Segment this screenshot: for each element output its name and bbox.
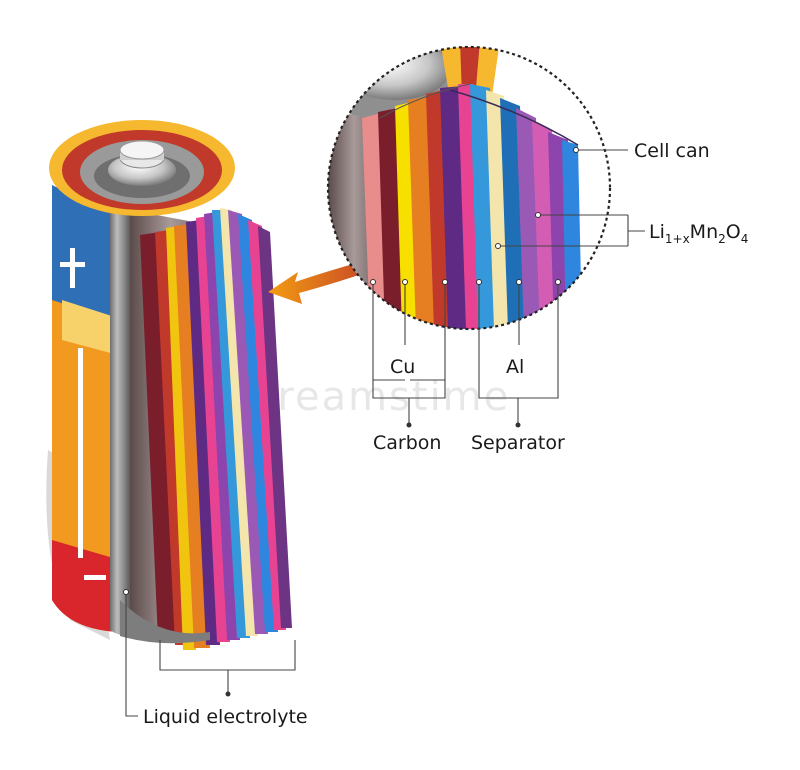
layers-dot bbox=[225, 691, 231, 697]
battery-illustration bbox=[46, 120, 292, 650]
battery-layer-stack bbox=[140, 208, 292, 650]
battery-bottom-lip bbox=[120, 600, 210, 644]
label-al: Al bbox=[506, 356, 524, 378]
carbon-dot bbox=[406, 422, 412, 428]
label-separator: Separator bbox=[471, 432, 565, 454]
magnified-detail bbox=[326, 45, 612, 331]
battery-terminal-top bbox=[119, 140, 165, 160]
battery-shell-edge bbox=[110, 205, 130, 636]
label-line-icon bbox=[78, 348, 83, 558]
separator-dot bbox=[515, 422, 521, 428]
plus-sign-bar bbox=[60, 262, 85, 267]
plus-sign-icon bbox=[70, 248, 75, 288]
watermark-text: dreamstime bbox=[250, 374, 510, 420]
label-cell-can: Cell can bbox=[634, 140, 710, 162]
label-carbon: Carbon bbox=[373, 432, 441, 454]
magnifier-outline bbox=[326, 45, 612, 331]
label-liquid-electrolyte: Liquid electrolyte bbox=[143, 706, 308, 728]
minus-sign-icon bbox=[84, 575, 106, 580]
battery-label-stripe bbox=[62, 300, 118, 355]
battery-label-red-band bbox=[52, 540, 120, 632]
leader-lines bbox=[123, 147, 645, 717]
label-cu: Cu bbox=[390, 356, 415, 378]
battery-label-blue-band bbox=[52, 185, 120, 322]
label-lmo: Li1+xMn2O4 bbox=[649, 221, 748, 246]
